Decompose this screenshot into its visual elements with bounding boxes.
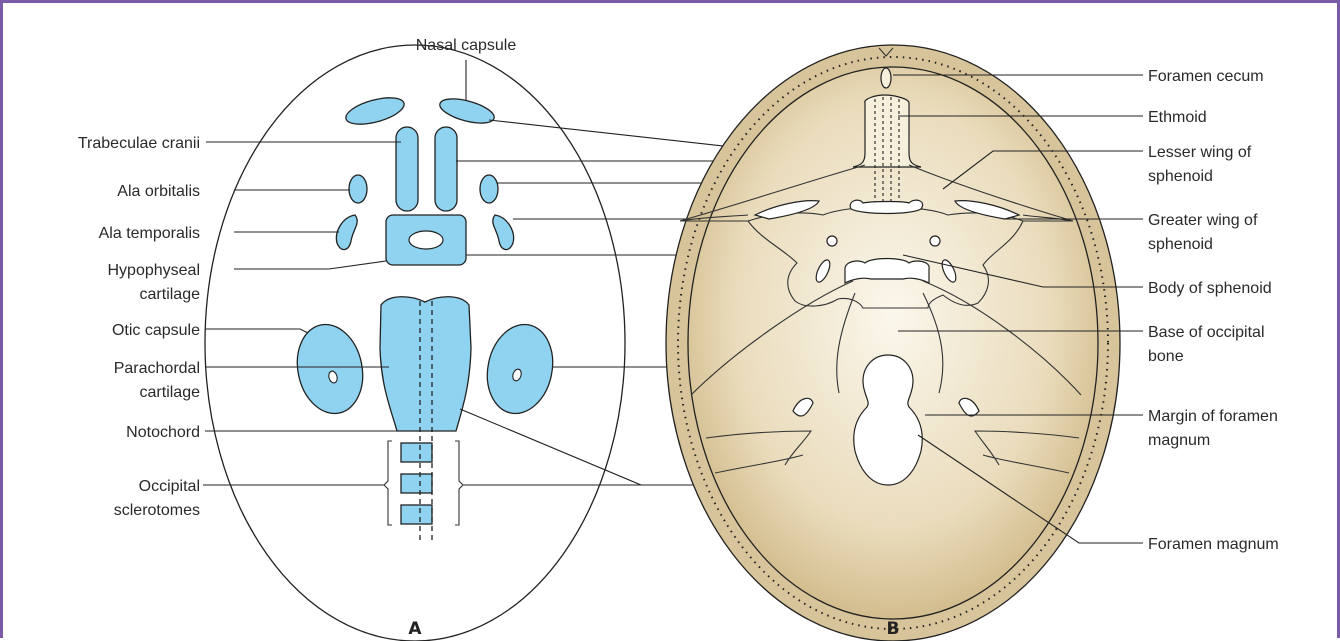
label-trabeculae-cranii: Trabeculae cranii bbox=[78, 135, 200, 152]
label-foramen-magnum: Foramen magnum bbox=[1148, 536, 1279, 553]
label-lesser-wing-1: Lesser wing of bbox=[1148, 144, 1252, 161]
foramen-magnum bbox=[854, 355, 923, 485]
label-notochord: Notochord bbox=[126, 424, 200, 441]
label-otic-capsule: Otic capsule bbox=[112, 322, 200, 339]
anterior-clinoids bbox=[850, 200, 922, 213]
label-parachordal-2: cartilage bbox=[140, 384, 201, 401]
label-hypophyseal-2: cartilage bbox=[140, 286, 201, 303]
ala-orbitalis-left bbox=[349, 175, 367, 203]
panel-b: Foramen cecum Ethmoid Lesser wing of sph… bbox=[666, 45, 1279, 641]
label-parachordal-1: Parachordal bbox=[114, 360, 200, 377]
trabeculae-right bbox=[435, 127, 457, 211]
label-hypophyseal-1: Hypophyseal bbox=[108, 262, 201, 279]
label-greater-wing-2: sphenoid bbox=[1148, 236, 1213, 253]
label-foramen-cecum: Foramen cecum bbox=[1148, 68, 1264, 85]
foramen-cecum bbox=[881, 68, 891, 88]
label-margin-fm-2: magnum bbox=[1148, 432, 1210, 449]
panel-a-letter: A bbox=[408, 619, 422, 639]
label-base-occipital-1: Base of occipital bbox=[1148, 324, 1265, 341]
label-body-sphenoid: Body of sphenoid bbox=[1148, 280, 1272, 297]
label-margin-fm-1: Margin of foramen bbox=[1148, 408, 1278, 425]
sclerotome-1 bbox=[401, 443, 432, 462]
label-greater-wing-1: Greater wing of bbox=[1148, 212, 1258, 229]
label-lesser-wing-2: sphenoid bbox=[1148, 168, 1213, 185]
panel-b-letter: B bbox=[887, 619, 900, 639]
label-occipital-2: sclerotomes bbox=[114, 502, 200, 519]
parachordal-cartilage bbox=[380, 297, 471, 431]
label-base-occipital-2: bone bbox=[1148, 348, 1184, 365]
trabeculae-left bbox=[396, 127, 418, 211]
sclerotome-3 bbox=[401, 505, 432, 524]
label-ala-temporalis: Ala temporalis bbox=[99, 225, 200, 242]
foramen-rotundum-right bbox=[930, 236, 940, 246]
label-nasal-capsule: Nasal capsule bbox=[416, 37, 517, 54]
sclerotome-2 bbox=[401, 474, 432, 493]
hypophyseal-hole bbox=[409, 231, 443, 249]
label-ethmoid: Ethmoid bbox=[1148, 109, 1207, 126]
label-ala-orbitalis: Ala orbitalis bbox=[117, 183, 200, 200]
ala-orbitalis-right bbox=[480, 175, 498, 203]
diagram-canvas: Nasal capsule Trabeculae cranii Ala orbi… bbox=[3, 3, 1340, 641]
foramen-rotundum-left bbox=[827, 236, 837, 246]
label-occipital-1: Occipital bbox=[139, 478, 200, 495]
